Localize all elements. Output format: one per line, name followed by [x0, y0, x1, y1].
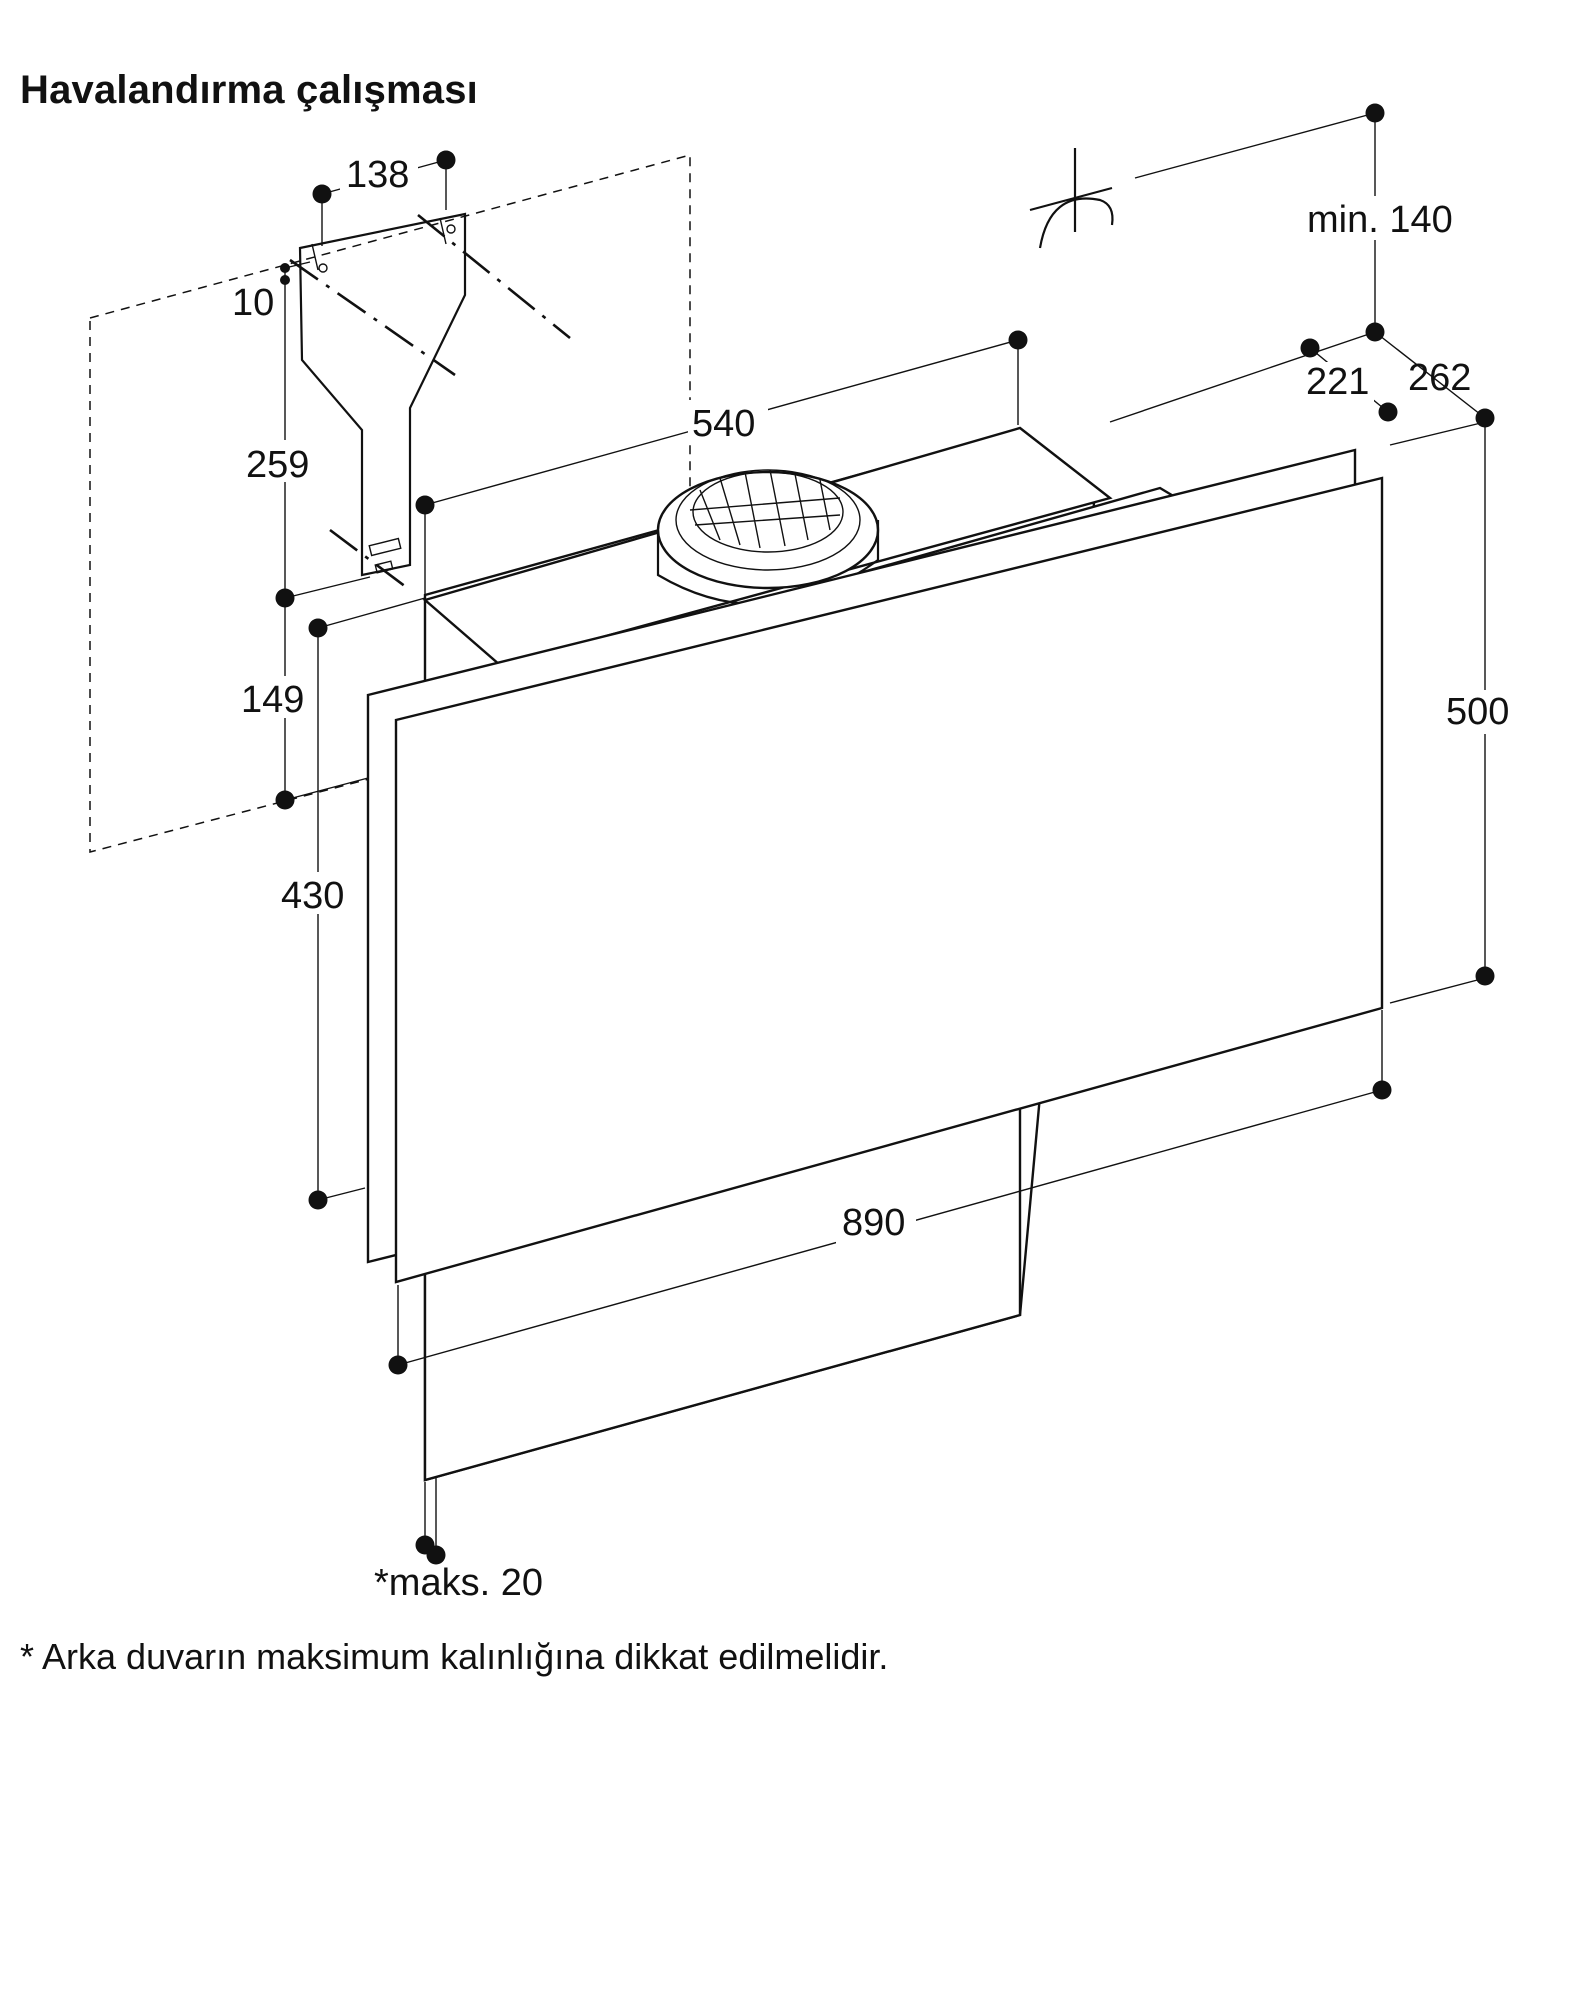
dimension-labels: 138 10 259 149 430 540 min. 140 221 262 … [232, 150, 1524, 1604]
dim-maks-20: *maks. 20 [374, 1562, 543, 1604]
ceiling-symbol [1029, 148, 1114, 249]
dim-149: 149 [241, 679, 304, 721]
dim-259: 259 [246, 444, 309, 486]
dim-10: 10 [232, 282, 274, 324]
dim-430: 430 [281, 875, 344, 917]
fan [656, 469, 880, 606]
wall-outline [89, 154, 691, 853]
dim-262: 262 [1408, 357, 1471, 399]
hood-body [366, 426, 1384, 1482]
dimension-dots [275, 103, 1495, 1565]
wall-bracket [289, 212, 571, 592]
dim-540: 540 [692, 403, 755, 445]
dim-890: 890 [842, 1202, 905, 1244]
dim-500: 500 [1446, 691, 1509, 733]
dim-min-140: min. 140 [1307, 199, 1453, 241]
dim-221: 221 [1306, 361, 1369, 403]
footnote: * Arka duvarın maksimum kalınlığına dikk… [20, 1636, 889, 1677]
page-title: Havalandırma çalışması [20, 68, 478, 112]
dim-138: 138 [346, 154, 409, 196]
